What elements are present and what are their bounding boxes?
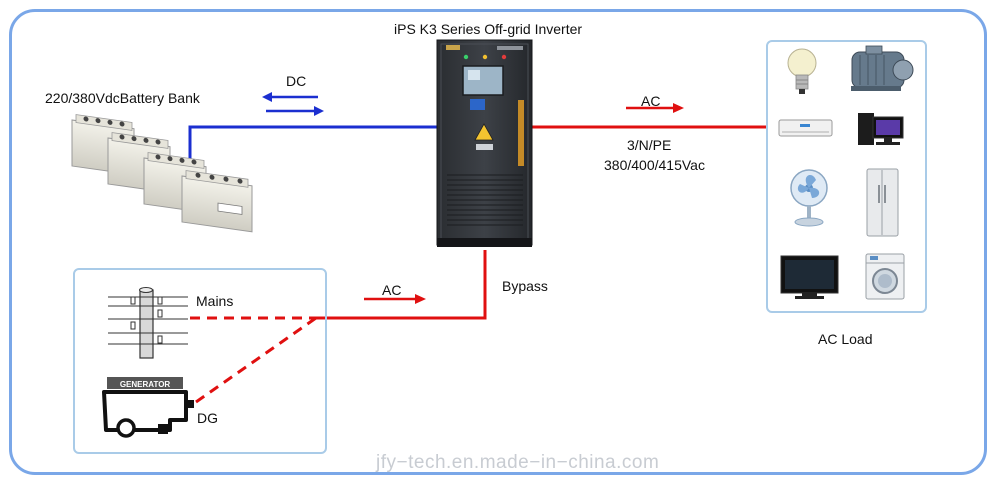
washing-machine-icon [865, 253, 905, 300]
bypass-label: Bypass [502, 278, 548, 294]
motor-icon [851, 45, 914, 91]
source-dashed-lines [190, 316, 317, 404]
dc-connection-line [188, 125, 437, 160]
diagram-title: iPS K3 Series Off-grid Inverter [394, 21, 583, 37]
light-bulb-icon [787, 48, 817, 94]
output-spec-line1: 3/N/PE [627, 137, 672, 153]
ac-source-box [73, 268, 327, 454]
generator-image: GENERATOR [102, 377, 194, 438]
mains-pole-image [108, 287, 188, 359]
refrigerator-icon [866, 168, 899, 237]
fan-icon [790, 169, 828, 227]
ac-load-appliances [778, 45, 914, 300]
dc-arrows [262, 92, 324, 116]
output-spec-line2: 380/400/415Vac [604, 157, 705, 173]
watermark: jfy−tech.en.made−in−china.com [376, 452, 660, 473]
diagram-frame [9, 9, 987, 475]
ac-output-label: AC [641, 93, 661, 109]
inverter-cabinet-image [436, 39, 533, 247]
bypass-line [316, 250, 487, 320]
mains-label: Mains [196, 293, 234, 309]
dc-label: DC [286, 73, 307, 89]
computer-icon [858, 113, 904, 145]
dg-label: DG [197, 410, 218, 426]
battery-bank-image [71, 114, 253, 233]
television-icon [780, 255, 839, 299]
generator-lettering: GENERATOR [120, 380, 171, 389]
ac-load-label: AC Load [818, 331, 873, 347]
air-conditioner-icon [778, 119, 833, 137]
ac-output-line [532, 103, 766, 129]
ac-input-label: AC [382, 282, 402, 298]
battery-bank-label: 220/380VdcBattery Bank [45, 90, 200, 106]
ac-load-box [766, 40, 927, 313]
